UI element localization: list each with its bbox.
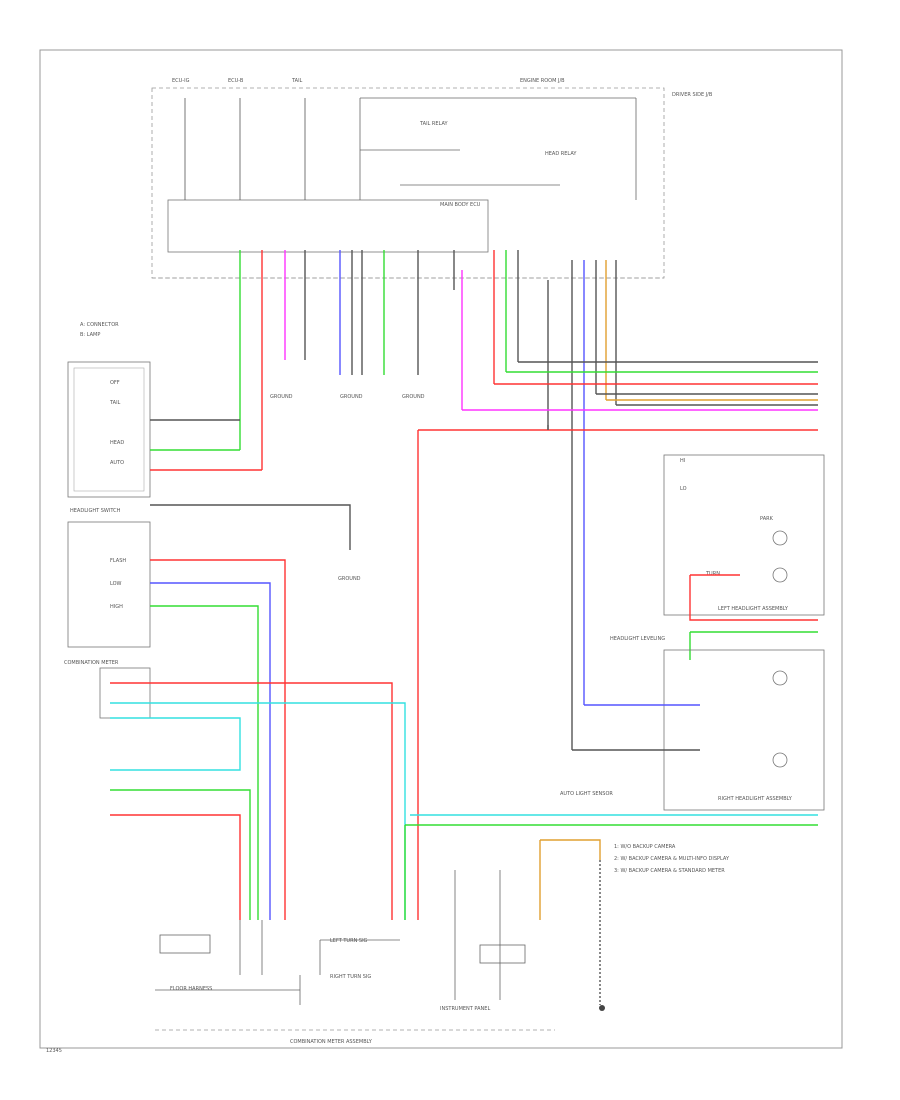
headlight-switch-box: [67, 361, 151, 498]
right-bundle: [417, 361, 818, 920]
bottom-label-floor: FLOOR HARNESS: [170, 986, 212, 992]
junction-block-label: DRIVER SIDE J/B: [672, 92, 713, 98]
diagram-frame: [39, 49, 843, 1049]
dimmer-label-high: HIGH: [110, 604, 123, 610]
leveling-label: HEADLIGHT LEVELING: [610, 636, 665, 642]
switch-pos-head: HEAD: [110, 440, 124, 446]
junction-box-outline: [151, 87, 665, 279]
hl-part-turn: TURN: [705, 571, 720, 577]
switch-pos-tail: TAIL: [109, 400, 121, 406]
meter-box: [99, 667, 151, 719]
lower-right-wires: [404, 704, 818, 1005]
auto-sensor-label: AUTO LIGHT SENSOR: [560, 791, 613, 797]
hl-part-park: PARK: [760, 516, 774, 522]
turn-label-left: LEFT TURN SIG: [330, 938, 368, 944]
fuse-label-2: ECU-B: [228, 78, 244, 84]
relay-label-1: TAIL RELAY: [419, 121, 449, 127]
left-hl-wires: [689, 574, 818, 660]
ground-label-1: GROUND: [270, 394, 293, 400]
legend-item-1: A: CONNECTOR: [80, 322, 119, 328]
dimmer-label-low: LOW: [110, 581, 122, 587]
switch-wires: [150, 419, 351, 550]
note-1: 1: W/O BACKUP CAMERA: [614, 844, 676, 850]
left-headlight-assembly: [663, 454, 825, 616]
bottom-connectors: [155, 870, 526, 1005]
right-headlight-label: RIGHT HEADLIGHT ASSEMBLY: [718, 796, 793, 802]
left-headlight-label: LEFT HEADLIGHT ASSEMBLY: [718, 606, 789, 612]
fuse-drops: [184, 98, 306, 200]
dimmer-switch-box: [67, 521, 151, 648]
vertical-wires: [239, 250, 617, 750]
dimmer-label-flash: FLASH: [110, 558, 126, 564]
combination-meter-label: COMBINATION METER: [64, 660, 119, 666]
legend-item-2: B: LAMP: [80, 332, 100, 338]
turn-label-right: RIGHT TURN SIG: [330, 974, 371, 980]
hl-part-lo: LO: [680, 486, 687, 492]
fuse-label-3: TAIL: [291, 78, 303, 84]
relay-box-label: ENGINE ROOM J/B: [520, 78, 565, 84]
footer-code: 12345: [46, 1048, 62, 1054]
ground-point: [599, 1005, 605, 1011]
relay-box-inner: [167, 199, 489, 253]
ground-label-3: GROUND: [402, 394, 425, 400]
bottom-label-ip: INSTRUMENT PANEL: [440, 1006, 490, 1012]
note-3: 3: W/ BACKUP CAMERA & STANDARD METER: [614, 868, 725, 874]
hl-part-hi: HI: [680, 458, 685, 464]
fuse-label-1: ECU-IG: [172, 78, 190, 84]
switch-pos-auto: AUTO: [110, 460, 124, 466]
headlight-switch-label: HEADLIGHT SWITCH: [70, 508, 121, 514]
main-body-label: MAIN BODY ECU: [440, 202, 481, 208]
switch-pos-off: OFF: [110, 380, 120, 386]
ground-label-2: GROUND: [340, 394, 363, 400]
bottom-assembly-label: COMBINATION METER ASSEMBLY: [290, 1039, 373, 1045]
ground-label-4: GROUND: [338, 576, 361, 582]
right-headlight-assembly: [663, 649, 825, 811]
dimmer-wires: [150, 559, 286, 920]
note-2: 2: W/ BACKUP CAMERA & MULTI-INFO DISPLAY: [614, 856, 730, 862]
relay-label-2: HEAD RELAY: [545, 151, 577, 157]
headlight-switch-inner: [73, 367, 145, 492]
